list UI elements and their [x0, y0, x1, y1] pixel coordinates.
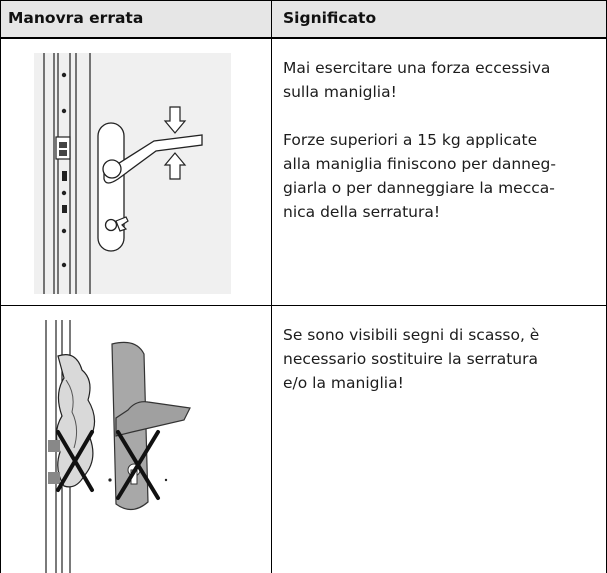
header-wrong-operation: Manovra errata: [8, 9, 144, 27]
table-border-left: [0, 0, 1, 573]
row-divider: [0, 305, 607, 306]
table-border-top: [0, 0, 607, 1]
row1-line: nica della serratura!: [283, 203, 441, 221]
handle-force-illustration: [34, 53, 231, 294]
row1-line: giarla o per danneggiare la mecca-: [283, 179, 555, 197]
row1-line: Mai esercitare una forza eccessiva: [283, 59, 551, 77]
break-in-damage-illustration: [36, 320, 231, 573]
table-header-row: [0, 0, 607, 37]
row1-line: alla maniglia finiscono per danneg-: [283, 155, 556, 173]
row2-line: necessario sostituire la serratura: [283, 350, 538, 368]
row1-line: Forze superiori a 15 kg applicate: [283, 131, 538, 149]
row2-line: Se sono visibili segni di scasso, è: [283, 326, 540, 344]
header-meaning: Significato: [283, 9, 377, 27]
row2-description: Se sono visibili segni di scasso, è nece…: [283, 323, 593, 395]
header-divider: [0, 37, 607, 39]
row1-line: sulla maniglia!: [283, 83, 397, 101]
column-divider: [271, 0, 272, 573]
row1-description: Mai esercitare una forza eccessiva sulla…: [283, 56, 593, 224]
row2-line: e/o la maniglia!: [283, 374, 404, 392]
